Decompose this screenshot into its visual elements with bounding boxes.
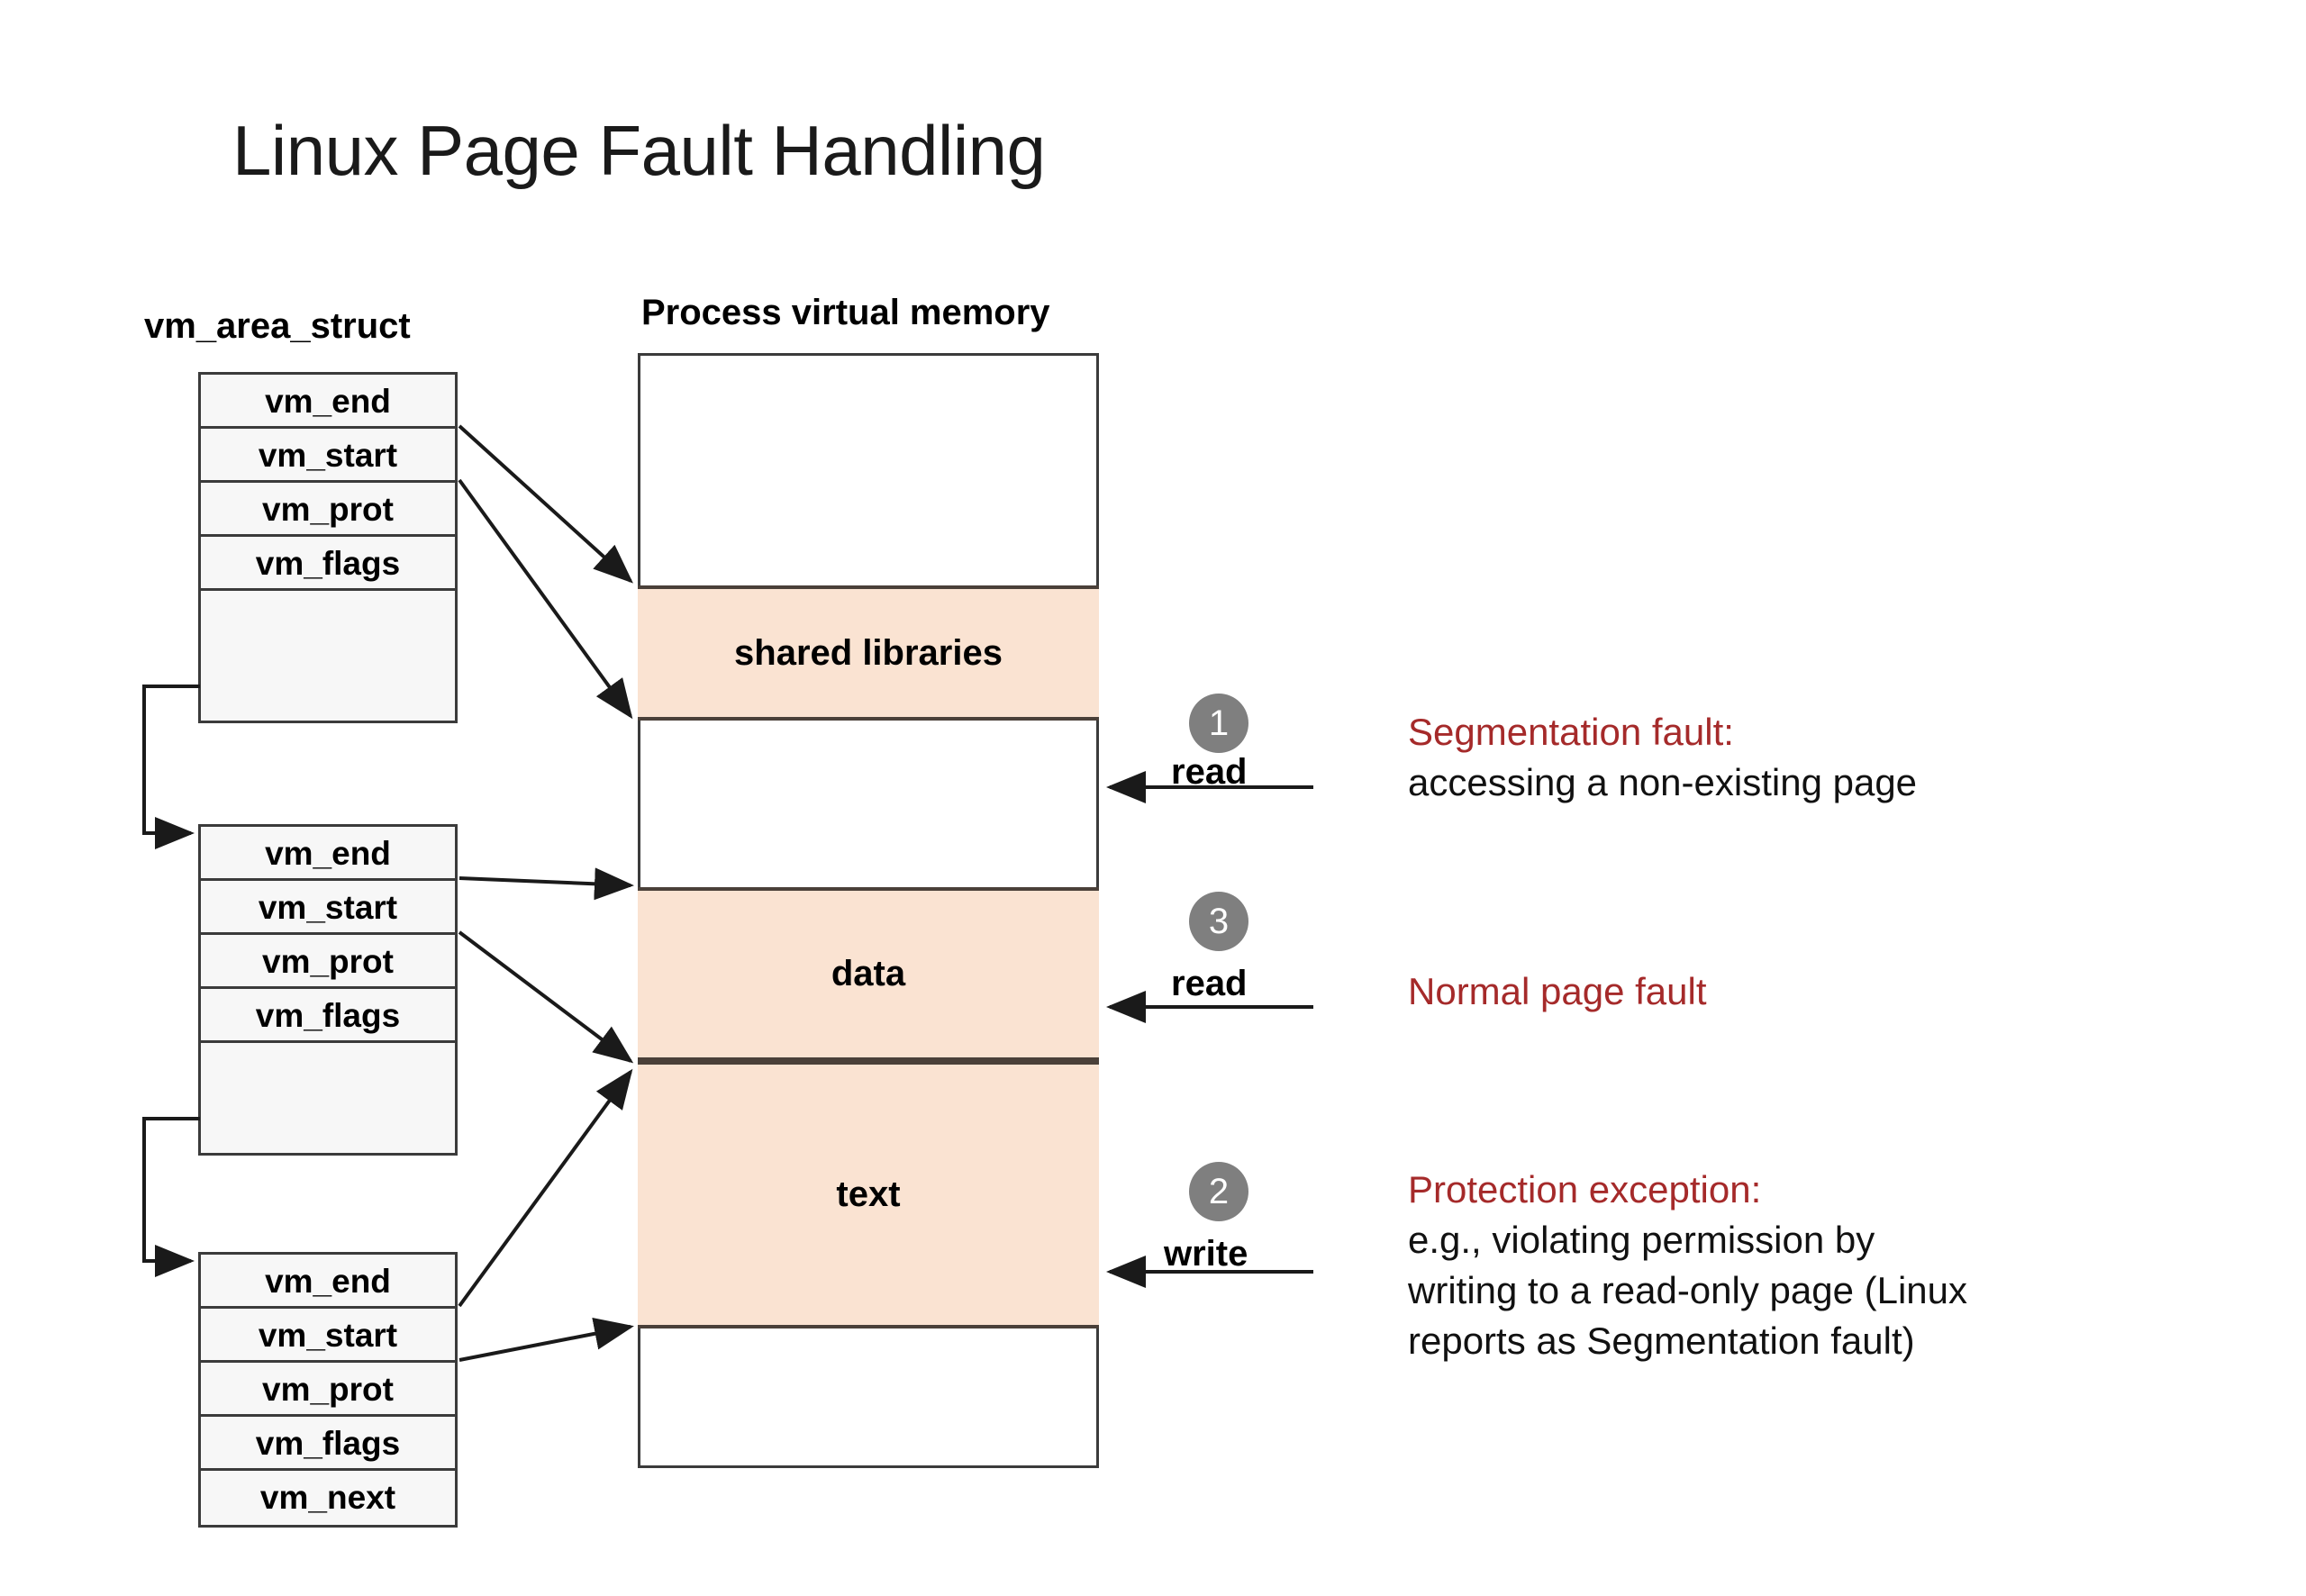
arrow-vma2-vmend-to-data	[458, 867, 634, 901]
vma2-row-vm-end: vm_end	[201, 827, 455, 881]
access-label-write-2: write	[1164, 1234, 1248, 1274]
vm-area-struct-3[interactable]: vm_end vm_start vm_prot vm_flags vm_next	[198, 1252, 458, 1528]
step-circle-3: 3	[1189, 892, 1248, 951]
annotation-segmentation-fault: Segmentation fault: accessing a non-exis…	[1408, 707, 1917, 808]
vma1-row-vm-flags: vm_flags	[201, 537, 455, 591]
memory-segment-text: text	[638, 1061, 1099, 1328]
arrow-vma2-next-to-vma3	[142, 1117, 200, 1277]
annotation-protection-line-2: writing to a read-only page (Linux	[1408, 1269, 1968, 1311]
annotation-normal-page-fault: Normal page fault	[1408, 966, 1707, 1017]
vma3-row-vm-flags: vm_flags	[201, 1417, 455, 1471]
vma1-row-vm-start: vm_start	[201, 429, 455, 483]
vma1-row-vm-prot: vm_prot	[201, 483, 455, 537]
vm-area-struct-header: vm_area_struct	[144, 306, 411, 346]
access-label-read-1: read	[1171, 752, 1248, 792]
memory-segment-shared-libraries: shared libraries	[638, 585, 1099, 721]
arrow-vma3-vmend-to-text-start	[458, 1068, 633, 1308]
arrow-vma1-next-to-vma2	[142, 685, 200, 849]
arrow-vma1-vmend-to-shared-libraries	[458, 424, 633, 584]
annotation-segfault-heading: Segmentation fault:	[1408, 711, 1734, 753]
step-circle-2: 2	[1189, 1162, 1248, 1221]
vma1-row-vm-next	[201, 591, 455, 721]
arrow-vma1-vmstart-to-shared-libraries-end	[458, 478, 633, 720]
annotation-segfault-line-1: accessing a non-existing page	[1408, 761, 1918, 803]
step-circle-1: 1	[1189, 694, 1248, 753]
vma2-row-vm-prot: vm_prot	[201, 935, 455, 989]
access-label-read-3: read	[1171, 964, 1248, 1003]
process-virtual-memory-header: Process virtual memory	[641, 293, 1050, 332]
vma3-row-vm-start: vm_start	[201, 1309, 455, 1363]
annotation-protection-heading: Protection exception:	[1408, 1168, 1762, 1211]
annotation-normalfault-heading: Normal page fault	[1408, 970, 1707, 1012]
vma2-row-vm-start: vm_start	[201, 881, 455, 935]
annotation-protection-line-1: e.g., violating permission by	[1408, 1219, 1875, 1261]
page-title: Linux Page Fault Handling	[232, 111, 1046, 190]
arrow-vma2-vmstart-to-data-end	[458, 930, 634, 1064]
annotation-protection-exception: Protection exception: e.g., violating pe…	[1408, 1165, 1967, 1366]
vma3-row-vm-next: vm_next	[201, 1471, 455, 1525]
memory-segment-data: data	[638, 887, 1099, 1061]
vma2-row-vm-next	[201, 1043, 455, 1153]
annotation-protection-line-3: reports as Segmentation fault)	[1408, 1319, 1915, 1362]
vm-area-struct-1[interactable]: vm_end vm_start vm_prot vm_flags	[198, 372, 458, 723]
vm-area-struct-2[interactable]: vm_end vm_start vm_prot vm_flags	[198, 824, 458, 1156]
vma2-row-vm-flags: vm_flags	[201, 989, 455, 1043]
vma3-row-vm-end: vm_end	[201, 1255, 455, 1309]
vma1-row-vm-end: vm_end	[201, 375, 455, 429]
vma3-row-vm-prot: vm_prot	[201, 1363, 455, 1417]
arrow-vma3-vmstart-to-text-end	[458, 1317, 634, 1362]
